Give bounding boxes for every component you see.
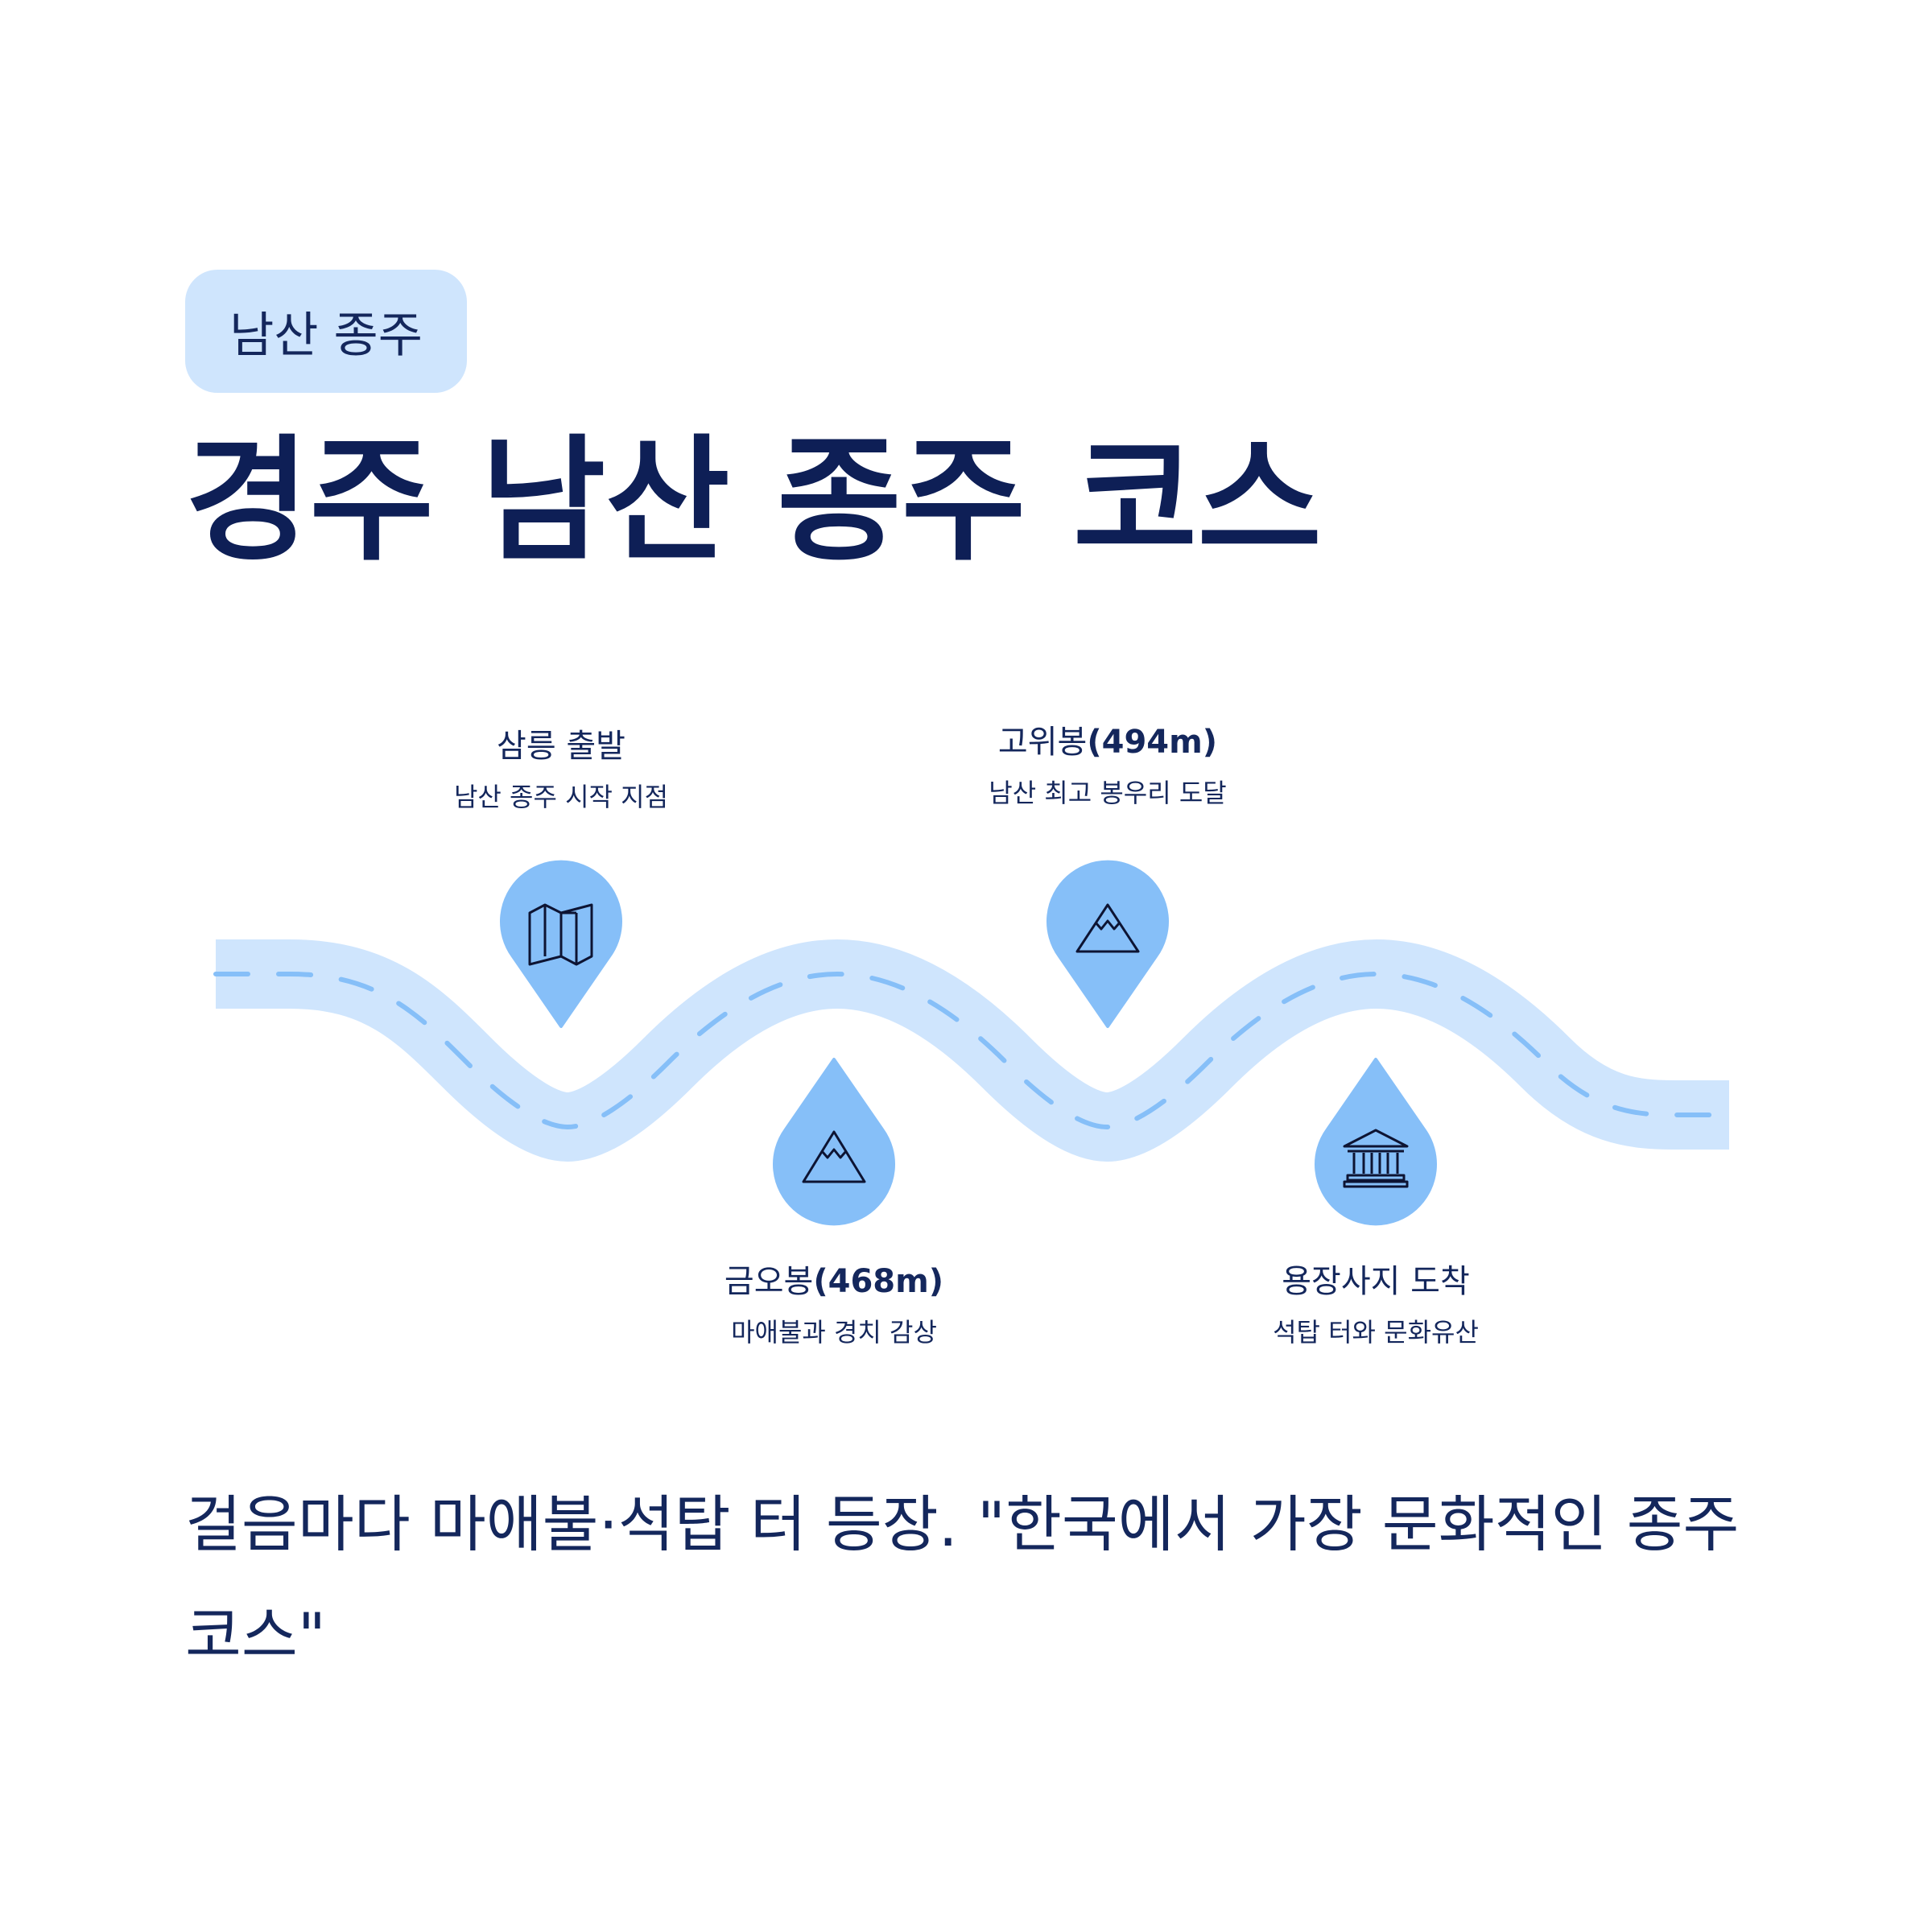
stop-3-elevation: (494m)	[1087, 724, 1218, 761]
stop-2-elevation: (468m)	[813, 1263, 944, 1300]
category-tag-label: 남산 종주	[229, 308, 423, 364]
mountain-icon	[802, 1130, 866, 1183]
category-tag: 남산 종주	[185, 270, 467, 393]
stop-2-name: 금오봉	[724, 1263, 814, 1300]
trail-centerline	[213, 971, 1732, 1130]
stop-3-label: 고위봉(494m) 남산 최고 봉우리 도달	[882, 723, 1333, 808]
stop-4-pin	[1315, 1058, 1437, 1226]
stop-4-label: 용장사지 도착 석탑 터와 문화유산	[1150, 1262, 1601, 1348]
stop-2-label: 금오봉(468m) 마애불과 경치 감상	[609, 1262, 1059, 1348]
stop-3-desc: 남산 최고 봉우리 도달	[989, 778, 1227, 808]
stop-3-pin	[1046, 860, 1169, 1028]
stop-2-title: 금오봉(468m)	[609, 1262, 1059, 1301]
page-title: 경주 남산 종주 코스	[185, 422, 1322, 580]
stop-1-desc: 남산 종주 시작 지점	[453, 782, 669, 812]
temple-icon	[1343, 1129, 1409, 1188]
stop-1-name: 삼릉 출발	[497, 728, 625, 765]
stop-1-title: 삼릉 출발	[336, 727, 786, 766]
summary-quote: 걸음마다 마애불·석탑 터 등장. "한국에서 가장 문화적인 종주 코스"	[185, 1488, 1740, 1671]
stop-2-desc: 마애불과 경치 감상	[731, 1317, 937, 1348]
map-icon	[528, 903, 593, 966]
mountain-icon	[1075, 903, 1140, 953]
trail-road	[216, 939, 1729, 1162]
stop-3-title: 고위봉(494m)	[882, 723, 1333, 762]
stop-1-label: 삼릉 출발 남산 종주 시작 지점	[336, 727, 786, 812]
stop-1-pin	[500, 860, 622, 1028]
stop-2-pin	[773, 1058, 895, 1226]
stop-4-title: 용장사지 도착	[1150, 1262, 1601, 1301]
stop-3-name: 고위봉	[997, 724, 1088, 761]
stop-4-name: 용장사지 도착	[1282, 1263, 1470, 1300]
stop-4-desc: 석탑 터와 문화유산	[1273, 1317, 1479, 1348]
